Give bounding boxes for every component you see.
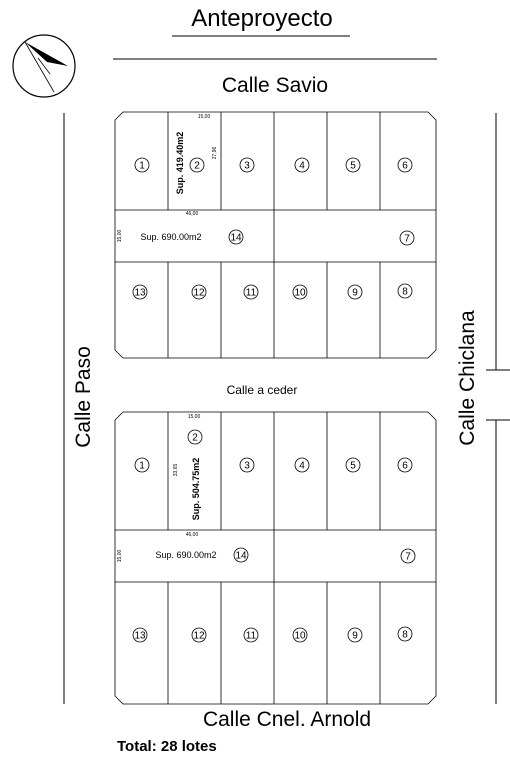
svg-text:10: 10 (294, 631, 306, 642)
block-bottom: 1 2 3 4 5 6 Sup. 504.75m2 15,00 33,65 46… (114, 411, 437, 705)
svg-text:7: 7 (405, 552, 411, 563)
svg-text:3: 3 (244, 461, 250, 472)
lot-top-2-area: Sup. 419.40m2 (175, 132, 185, 195)
lot-top-7: 7 (399, 230, 415, 246)
lot-bottom-12: 12 (191, 627, 207, 643)
lot-top-11: 11 (243, 284, 259, 300)
middle-road-label: Calle a ceder (227, 383, 298, 397)
lot-bottom-11: 11 (243, 627, 259, 643)
lot-bottom-2: 2 (187, 429, 203, 445)
block-top-outline (114, 111, 437, 359)
svg-text:9: 9 (352, 288, 358, 299)
svg-text:4: 4 (299, 161, 305, 172)
lot-bottom-10: 10 (292, 627, 308, 643)
svg-text:4: 4 (299, 461, 305, 472)
lot-bottom-4: 4 (294, 457, 310, 473)
lot-top-8: 8 (397, 283, 413, 299)
svg-text:5: 5 (350, 461, 356, 472)
lot-bottom-1: 1 (134, 457, 150, 473)
lot-top-2-width: 15,00 (198, 114, 211, 120)
svg-text:6: 6 (402, 161, 408, 172)
lot-bottom-6: 6 (397, 457, 413, 473)
svg-text:8: 8 (402, 630, 408, 641)
lot-top-5: 5 (345, 157, 361, 173)
svg-text:14: 14 (230, 233, 242, 244)
total-lots-label: Total: 28 lotes (117, 738, 217, 755)
street-left-label: Calle Paso (72, 346, 95, 448)
svg-text:11: 11 (246, 288, 257, 299)
svg-text:10: 10 (294, 288, 306, 299)
lot-top-3: 3 (239, 157, 255, 173)
lot-bottom-14: 14 (233, 547, 249, 563)
lot-top-12: 12 (191, 284, 207, 300)
svg-text:9: 9 (352, 631, 358, 642)
lot-bottom-2-area: Sup. 504.75m2 (191, 458, 201, 521)
svg-text:12: 12 (193, 288, 205, 299)
lot-bottom-14-area: Sup. 690.00m2 (155, 550, 216, 560)
lot-top-14-width: 46,00 (186, 211, 199, 217)
lot-bottom-8: 8 (397, 626, 413, 642)
lot-bottom-9: 9 (347, 627, 363, 643)
north-arrow-icon (12, 34, 76, 98)
svg-text:12: 12 (193, 631, 205, 642)
lot-bottom-5: 5 (345, 457, 361, 473)
lot-top-9: 9 (347, 284, 363, 300)
lot-top-10: 10 (292, 284, 308, 300)
svg-text:2: 2 (194, 161, 200, 172)
lot-bottom-2-width: 15,00 (188, 414, 201, 420)
svg-text:1: 1 (139, 461, 145, 472)
lot-bottom-14-width: 46,00 (186, 532, 199, 538)
lot-top-4: 4 (294, 157, 310, 173)
lot-top-6: 6 (397, 157, 413, 173)
street-bottom-label: Calle Cnel. Arnold (203, 708, 371, 731)
lot-top-2-depth: 27,96 (212, 147, 218, 160)
lot-top-14-area: Sup. 690.00m2 (140, 232, 201, 242)
svg-text:13: 13 (134, 288, 146, 299)
lot-bottom-2-depth: 33,65 (173, 464, 179, 477)
lot-bottom-3: 3 (239, 457, 255, 473)
page-title: Anteproyecto (191, 5, 332, 32)
svg-text:3: 3 (244, 161, 250, 172)
svg-text:11: 11 (246, 631, 257, 642)
block-top: 1 2 3 4 5 6 Sup. 419.40m2 15,00 27,96 46… (114, 111, 437, 359)
lot-bottom-14-depth: 15,00 (117, 550, 123, 563)
lot-top-14-depth: 15,00 (117, 230, 123, 243)
lot-top-2: 2 (189, 157, 205, 173)
street-top-label: Calle Savio (222, 74, 328, 97)
block-bottom-outline (114, 411, 437, 705)
street-right-label: Calle Chiclana (456, 310, 479, 446)
lot-top-13: 13 (132, 284, 148, 300)
lot-top-14: 14 (228, 229, 244, 245)
lot-top-1: 1 (134, 157, 150, 173)
svg-text:5: 5 (350, 161, 356, 172)
svg-text:13: 13 (134, 631, 146, 642)
svg-text:7: 7 (404, 234, 410, 245)
svg-text:14: 14 (235, 551, 247, 562)
svg-text:2: 2 (192, 433, 198, 444)
svg-text:6: 6 (402, 461, 408, 472)
svg-text:1: 1 (139, 161, 145, 172)
lot-bottom-13: 13 (132, 627, 148, 643)
svg-text:8: 8 (402, 287, 408, 298)
lot-bottom-7: 7 (400, 548, 416, 564)
